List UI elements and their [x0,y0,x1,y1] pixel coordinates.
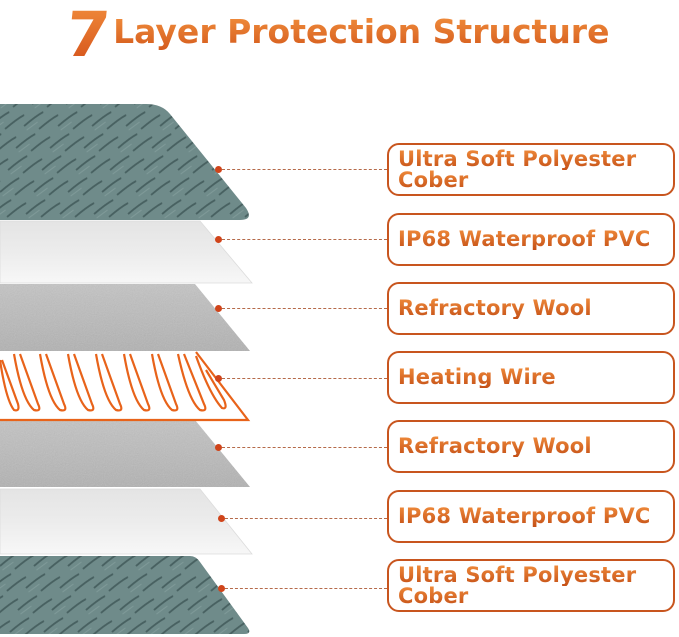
connector-line [225,588,387,589]
connector-dot [215,375,222,382]
connector-dot [218,585,225,592]
label-text-line2: Cober [398,585,673,607]
label-text: Heating Wire [398,367,673,388]
label-ultra-soft-polyester-top: Ultra Soft Polyester Cober [387,143,675,196]
label-ultra-soft-polyester-bottom: Ultra Soft Polyester Cober [387,559,675,612]
connector-line [222,239,387,240]
connector-dot [215,166,222,173]
layer-fleece-bottom [0,556,250,634]
label-ip68-waterproof-pvc-top: IP68 Waterproof PVC [387,213,675,266]
label-text: Refractory Wool [398,436,673,457]
page-title: 7 Layer Protection Structure [62,0,610,71]
connector-line [222,447,387,448]
label-text-line2: Cober [398,169,673,191]
label-refractory-wool-bottom: Refractory Wool [387,420,675,473]
layer-wool-bottom [0,420,250,487]
label-ip68-waterproof-pvc-bottom: IP68 Waterproof PVC [387,490,675,543]
connector-dot [215,444,222,451]
label-text: Ultra Soft Polyester [398,564,673,586]
connector-line [222,169,387,170]
connector-dot [215,236,222,243]
title-text: Layer Protection Structure [113,12,610,51]
connector-line [225,518,387,519]
label-text: Refractory Wool [398,298,673,319]
label-text: Ultra Soft Polyester [398,148,673,170]
connector-dot [218,515,225,522]
connector-dot [215,305,222,312]
label-text: IP68 Waterproof PVC [398,506,673,527]
label-refractory-wool-top: Refractory Wool [387,282,675,335]
connector-line [222,308,387,309]
layer-fleece-top [0,104,249,220]
layer-pvc-top [0,220,253,284]
connector-line [222,378,387,379]
label-heating-wire: Heating Wire [387,351,675,404]
layer-wool-top [0,284,250,351]
layer-heating-wire [0,351,251,422]
label-text: IP68 Waterproof PVC [398,229,673,250]
layer-pvc-bottom [0,488,253,555]
